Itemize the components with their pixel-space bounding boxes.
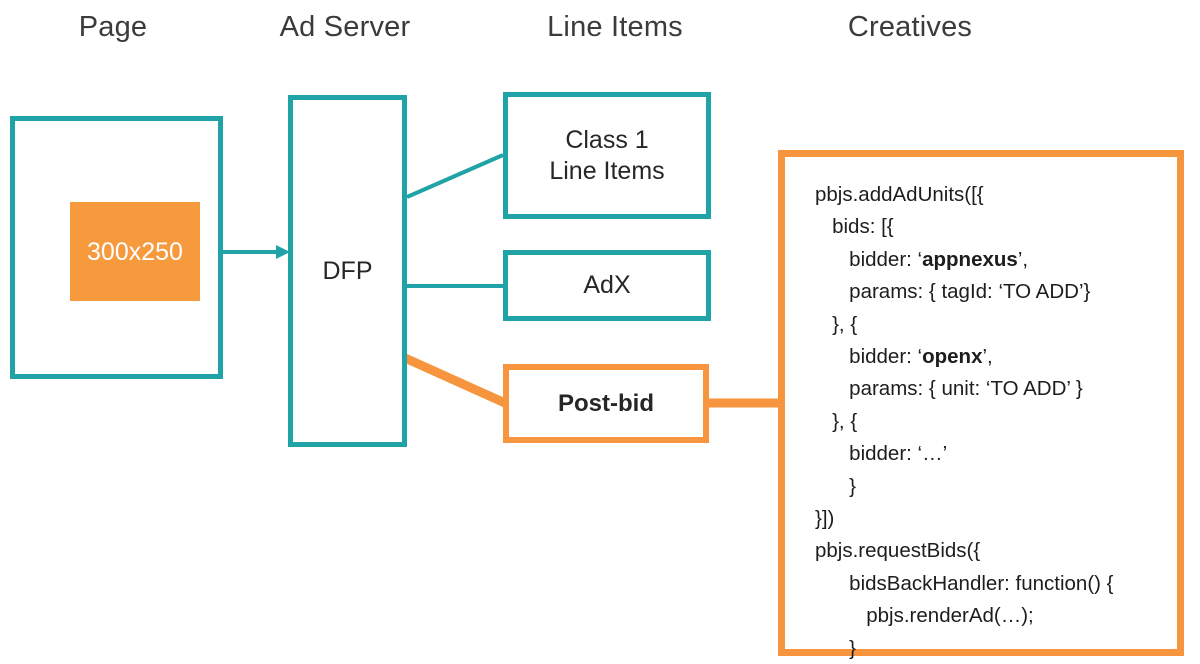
code-line: params: { tagId: ‘TO ADD’}	[815, 280, 1091, 304]
line-item-post-bid-box[interactable]: Post-bid	[503, 364, 709, 443]
code-line: pbjs.renderAd(…);	[815, 604, 1034, 628]
column-header-line-items: Line Items	[547, 11, 683, 43]
column-header-creatives: Creatives	[847, 11, 973, 43]
code-line: bidsBackHandler: function() {	[815, 571, 1114, 595]
code-line: bids: [{	[815, 215, 894, 239]
connector-dfp-to-postbid	[403, 353, 507, 408]
code-line: }, {	[815, 312, 858, 336]
ad-slot-label: 300x250	[87, 237, 183, 266]
line-item-class-1-box[interactable]: Class 1 Line Items	[503, 92, 711, 219]
code-line: }	[815, 474, 857, 498]
line-item-class-1-label: Class 1 Line Items	[549, 125, 665, 185]
code-line: params: { unit: ‘TO ADD’ }	[815, 377, 1083, 401]
creatives-code-listing: pbjs.addAdUnits([{ bids: [{ bidder: ‘app…	[815, 179, 1114, 664]
ad-server-dfp-label: DFP	[322, 256, 373, 285]
code-line: }])	[815, 507, 835, 531]
connector-dfp-to-class1	[406, 153, 504, 199]
code-line: pbjs.requestBids({	[815, 539, 981, 563]
line-item-adx-label: AdX	[583, 271, 631, 299]
code-line: bidder: ‘openx’,	[815, 345, 993, 369]
line-item-post-bid-label: Post-bid	[558, 390, 654, 417]
code-line: bidder: ‘…’	[815, 442, 948, 466]
code-line: }	[815, 636, 857, 660]
ad-server-dfp-box[interactable]: DFP	[288, 95, 407, 447]
line-item-adx-box[interactable]: AdX	[503, 250, 711, 321]
code-line: bidder: ‘appnexus’,	[815, 247, 1029, 271]
code-line: pbjs.addAdUnits([{	[815, 183, 984, 206]
ad-slot-300x250[interactable]: 300x250	[70, 202, 200, 301]
column-header-ad-server: Ad Server	[279, 11, 411, 43]
column-header-page: Page	[78, 11, 148, 43]
code-line: }, {	[815, 409, 858, 433]
creatives-code-box: pbjs.addAdUnits([{ bids: [{ bidder: ‘app…	[778, 150, 1184, 660]
